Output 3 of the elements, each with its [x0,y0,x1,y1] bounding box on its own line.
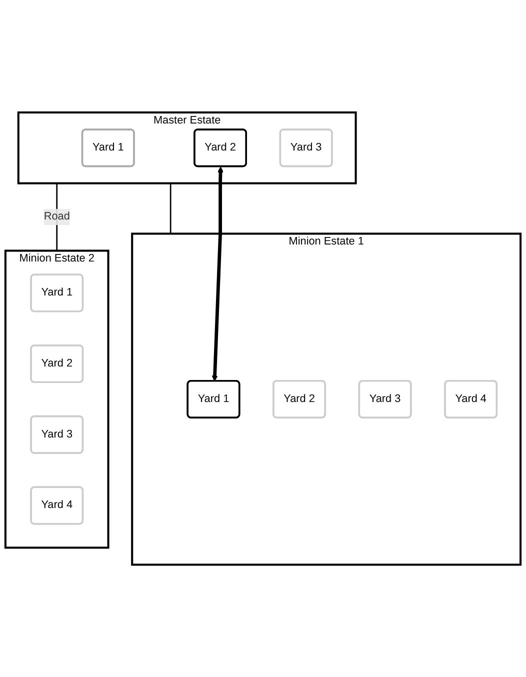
edge-label: Road [44,210,70,222]
connector [170,183,172,234]
arrow [212,166,224,382]
